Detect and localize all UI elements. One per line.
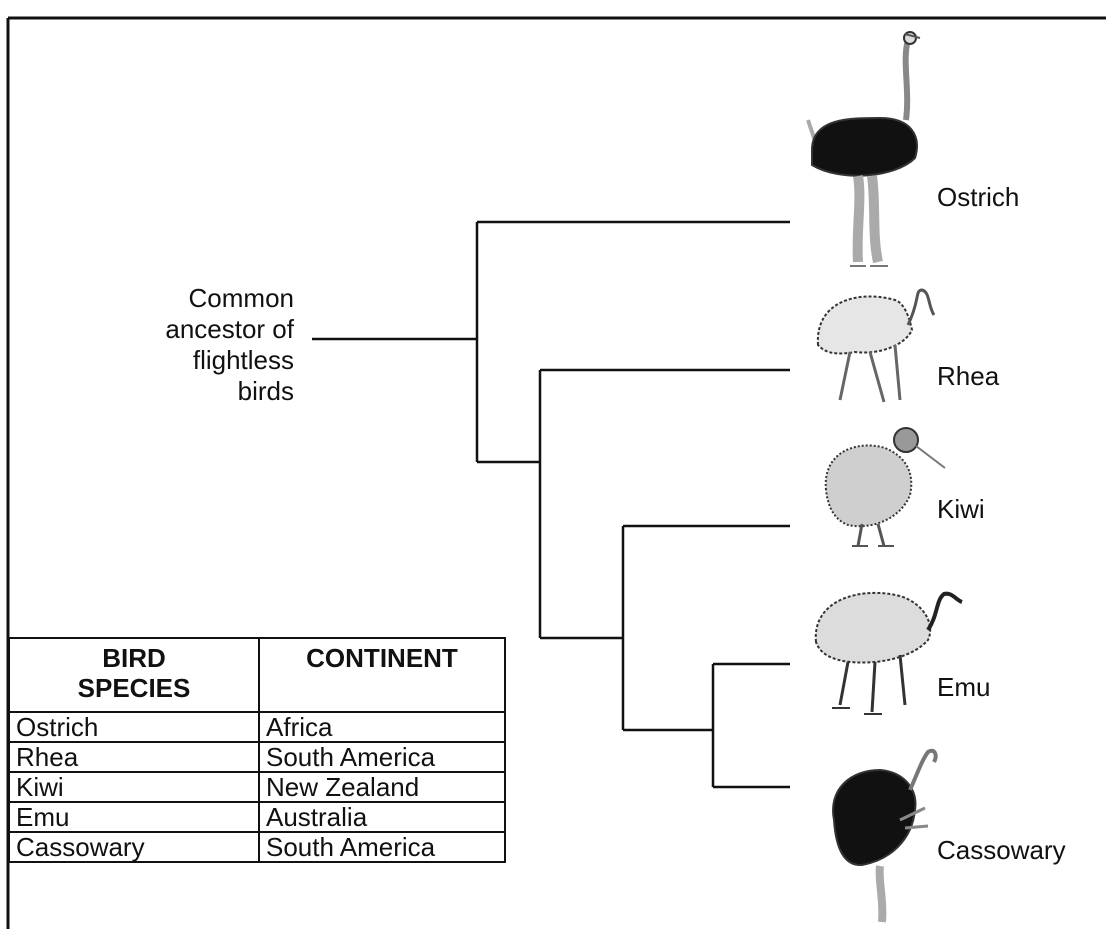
table-header-row: BIRD SPECIES CONTINENT (9, 638, 505, 712)
cell-continent: South America (259, 832, 505, 862)
cell-continent: New Zealand (259, 772, 505, 802)
common-ancestor-label: Common ancestor of flightless birds (100, 283, 294, 407)
header-bird-species-line-2: SPECIES (14, 673, 254, 703)
ancestor-label-line-3: flightless (100, 345, 294, 376)
header-bird-species-line-1: BIRD (14, 643, 254, 673)
species-label-cassowary: Cassowary (937, 835, 1066, 865)
header-bird-species: BIRD SPECIES (9, 638, 259, 712)
species-label-ostrich: Ostrich (937, 182, 1019, 212)
species-label-emu: Emu (937, 672, 990, 702)
cell-species: Emu (9, 802, 259, 832)
header-continent: CONTINENT (259, 638, 505, 712)
table-row: Kiwi New Zealand (9, 772, 505, 802)
cell-species: Cassowary (9, 832, 259, 862)
cell-species: Ostrich (9, 712, 259, 742)
rhea-illustration (818, 290, 934, 402)
ancestor-label-line-4: birds (100, 376, 294, 407)
table-row: Ostrich Africa (9, 712, 505, 742)
species-label-kiwi: Kiwi (937, 494, 985, 524)
kiwi-illustration (826, 428, 945, 546)
cell-species: Kiwi (9, 772, 259, 802)
ancestor-label-line-2: ancestor of (100, 314, 294, 345)
table-row: Cassowary South America (9, 832, 505, 862)
bird-continent-table: BIRD SPECIES CONTINENT Ostrich Africa Rh… (8, 637, 506, 863)
cell-species: Rhea (9, 742, 259, 772)
cell-continent: South America (259, 742, 505, 772)
ostrich-illustration (808, 32, 920, 266)
cassowary-illustration (833, 751, 936, 922)
species-label-rhea: Rhea (937, 361, 999, 391)
ancestor-label-line-1: Common (100, 283, 294, 314)
table-row: Emu Australia (9, 802, 505, 832)
cell-continent: Australia (259, 802, 505, 832)
table-row: Rhea South America (9, 742, 505, 772)
cell-continent: Africa (259, 712, 505, 742)
